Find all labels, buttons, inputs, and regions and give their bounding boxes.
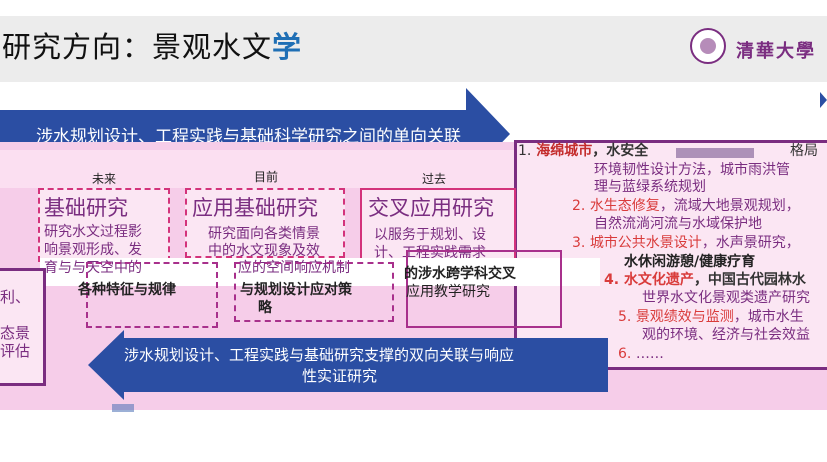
list-item-6: 6. …… — [618, 346, 664, 362]
university-seal-icon — [690, 28, 726, 64]
left-panel-line-3: 评估 — [0, 342, 31, 360]
list-item-1-line-2: 理与蓝绿系统规划 — [594, 179, 706, 195]
basic-research-line-3: 育与与天空中的 — [44, 260, 142, 276]
list-item-4: 4. 水文化遗产，中国古代园林水 — [604, 272, 806, 288]
basic-research-bold: 各种特征与规律 — [78, 282, 176, 298]
basic-research-line-1: 研究水文过程影 — [44, 224, 142, 240]
application-list-panel — [514, 140, 827, 370]
applied-basic-research-line-2: 中的水文现象及效 — [208, 243, 320, 259]
bottom-arrow-label-1: 涉水规划设计、工程实践与基础研究支撑的双向关联与响应 — [124, 346, 515, 364]
basic-research-line-2: 响景观形成、发 — [44, 242, 142, 258]
university-logo-text: 清華大學 — [736, 41, 816, 62]
list-item-3-line-1: 水休闲游憩/健康疗育 — [624, 254, 756, 270]
cross-applied-bold-1: 的涉水跨学科交叉 — [404, 266, 516, 282]
cross-applied-research-title: 交叉应用研究 — [368, 196, 494, 220]
cross-applied-lower-box — [406, 250, 562, 328]
list-item-2: 2. 水生态修复，流域大地景观规划， — [572, 198, 800, 214]
basic-research-lower-box — [86, 262, 218, 328]
timeline-past: 过去 — [422, 172, 447, 186]
cross-applied-line-2: 计、工程实践需求 — [374, 245, 486, 261]
list-item-1-line-1: 环境韧性设计方法，城市雨洪管 — [594, 162, 790, 178]
list-item-4-line-1: 世界水文化景观类遗产研究 — [642, 290, 810, 306]
left-panel-line-1: 利、 — [0, 288, 31, 306]
applied-basic-research-lower-box — [234, 262, 394, 322]
timeline-present: 目前 — [254, 170, 279, 184]
left-partial-panel — [0, 268, 46, 386]
applied-basic-research-line-3: 应的空间响应机制 — [238, 260, 350, 276]
applied-basic-research-box — [185, 188, 345, 258]
basic-research-title: 基础研究 — [44, 196, 128, 220]
glitch-noise-small — [112, 404, 134, 412]
list-item-5: 5. 景观绩效与监测，城市水生 — [618, 309, 804, 325]
list-item-1: 1. 海绵城市，水安全 — [518, 143, 649, 159]
bottom-margin — [0, 410, 827, 462]
list-item-1-tail: 格局 — [790, 143, 818, 159]
bottom-arrow — [88, 330, 608, 400]
slide-title: 研究方向：景观水文学 — [2, 30, 303, 64]
overlay-strip — [0, 150, 520, 188]
cross-applied-bold-2: 应用教学研究 — [406, 284, 490, 300]
right-edge-arrow-icon — [820, 92, 827, 108]
cross-applied-line-1: 以服务于规划、设 — [374, 227, 486, 243]
timeline-future: 未来 — [92, 172, 117, 186]
applied-basic-research-bold-1: 与规划设计应对策 — [240, 282, 352, 298]
applied-basic-research-title: 应用基础研究 — [192, 196, 318, 220]
left-panel-line-2: 态景 — [0, 324, 31, 342]
list-item-3: 3. 城市公共水景设计，水声景研究， — [572, 235, 800, 251]
applied-basic-research-line-1: 研究面向各类情景 — [208, 226, 320, 242]
list-item-2-line-1: 自然流淌河流与水域保护地 — [594, 216, 762, 232]
glitch-noise — [676, 148, 754, 158]
list-item-5-line-1: 观的环境、经济与社会效益 — [642, 327, 810, 343]
bottom-arrow-label-2: 性实证研究 — [302, 367, 378, 385]
header-bar — [0, 16, 827, 82]
applied-basic-research-bold-2: 略 — [258, 300, 272, 316]
